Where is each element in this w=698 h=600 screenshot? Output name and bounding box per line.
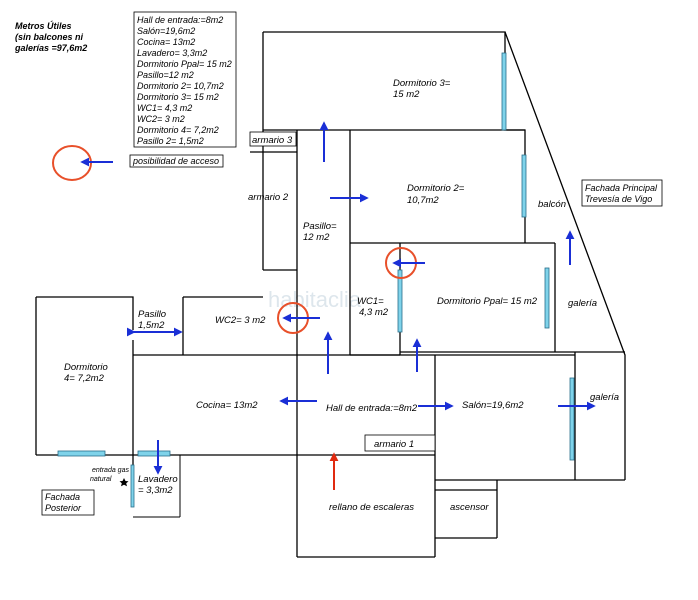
room-rellano: rellano de escaleras xyxy=(329,502,414,513)
room-dormitorio-4-area: 4= 7,2m2 xyxy=(64,373,105,384)
room-ascensor: ascensor xyxy=(450,502,489,513)
room-galeria-top: galería xyxy=(568,298,597,309)
room-armario-1: armario 1 xyxy=(374,439,414,450)
room-lavadero-area: = 3,3m2 xyxy=(138,485,173,496)
room-pasillo: Pasillo= xyxy=(303,221,337,232)
room-cocina: Cocina= 13m2 xyxy=(196,400,258,411)
legend-line: Lavadero= 3,3m2 xyxy=(137,48,207,58)
room-lavadero: Lavadero xyxy=(138,474,178,485)
gas-inlet-label-2: natural xyxy=(90,476,112,483)
legend-line: Cocina= 13m2 xyxy=(137,37,195,47)
gas-star-icon xyxy=(119,478,129,487)
facade-front-label: Fachada Principal Trevesía de Vigo xyxy=(581,179,663,207)
title-line-3: galerías =97,6m2 xyxy=(14,43,87,53)
room-armario-3: armario 3 xyxy=(252,135,293,146)
access-note: posibilidad de acceso xyxy=(132,156,219,166)
facade-front-line-1: Fachada Principal xyxy=(585,183,658,193)
legend-line: WC1= 4,3 m2 xyxy=(137,103,192,113)
facade-front-line-2: Trevesía de Vigo xyxy=(585,194,652,204)
room-dormitorio-2-area: 10,7m2 xyxy=(407,195,439,206)
room-pasillo-2: Pasillo xyxy=(138,309,166,320)
room-dormitorio-2: Dormitorio 2= xyxy=(407,183,465,194)
title-block: Metros Útiles (sin balcones ni galerías … xyxy=(14,20,87,53)
access-legend: posibilidad de acceso xyxy=(52,145,224,181)
title-line-2: (sin balcones ni xyxy=(15,32,84,42)
room-dormitorio-4: Dormitorio xyxy=(64,362,108,373)
legend-box: Hall de entrada:=8m2 Salón=19,6m2 Cocina… xyxy=(133,11,237,148)
legend-line: Dormitorio 2= 10,7m2 xyxy=(137,81,224,91)
legend-line: WC2= 3 m2 xyxy=(137,114,185,124)
room-galeria-bottom: galería xyxy=(590,392,619,403)
legend-line: Dormitorio Ppal= 15 m2 xyxy=(137,59,232,69)
room-pasillo-2-area: 1,5m2 xyxy=(138,320,165,331)
room-wc2: WC2= 3 m2 xyxy=(215,315,266,326)
legend-line: Hall de entrada:=8m2 xyxy=(137,15,223,25)
watermark: habitaclia xyxy=(268,287,362,312)
legend-line: Salón=19,6m2 xyxy=(137,26,195,36)
room-balcon: balcón xyxy=(538,199,566,210)
facade-back-line-2: Posterior xyxy=(45,503,82,513)
room-armario-2: armario 2 xyxy=(248,192,289,203)
legend-line: Dormitorio 4= 7,2m2 xyxy=(137,125,219,135)
room-dormitorio-3-area: 15 m2 xyxy=(393,89,420,100)
gas-inlet-label: entrada gas xyxy=(92,467,129,474)
title-line-1: Metros Útiles xyxy=(15,20,72,31)
room-wc1: WC1= xyxy=(357,296,384,307)
facade-back-line-1: Fachada xyxy=(45,492,80,502)
legend-line: Pasillo=12 m2 xyxy=(137,70,194,80)
facade-back-label: Fachada Posterior xyxy=(41,489,95,516)
room-wc1-area: 4,3 m2 xyxy=(359,307,389,318)
legend-line: Dormitorio 3= 15 m2 xyxy=(137,92,219,102)
arrows xyxy=(126,121,596,490)
room-pasillo-area: 12 m2 xyxy=(303,232,330,243)
legend-line: Pasillo 2= 1,5m2 xyxy=(137,136,204,146)
windows xyxy=(57,52,575,508)
room-hall: Hall de entrada:=8m2 xyxy=(326,403,418,414)
room-dormitorio-3: Dormitorio 3= xyxy=(393,78,451,89)
room-dormitorio-ppal: Dormitorio Ppal= 15 m2 xyxy=(437,296,538,307)
room-salon: Salón=19,6m2 xyxy=(462,400,524,411)
room-labels: Dormitorio 3= 15 m2 armario 3 Dormitorio… xyxy=(64,78,619,513)
